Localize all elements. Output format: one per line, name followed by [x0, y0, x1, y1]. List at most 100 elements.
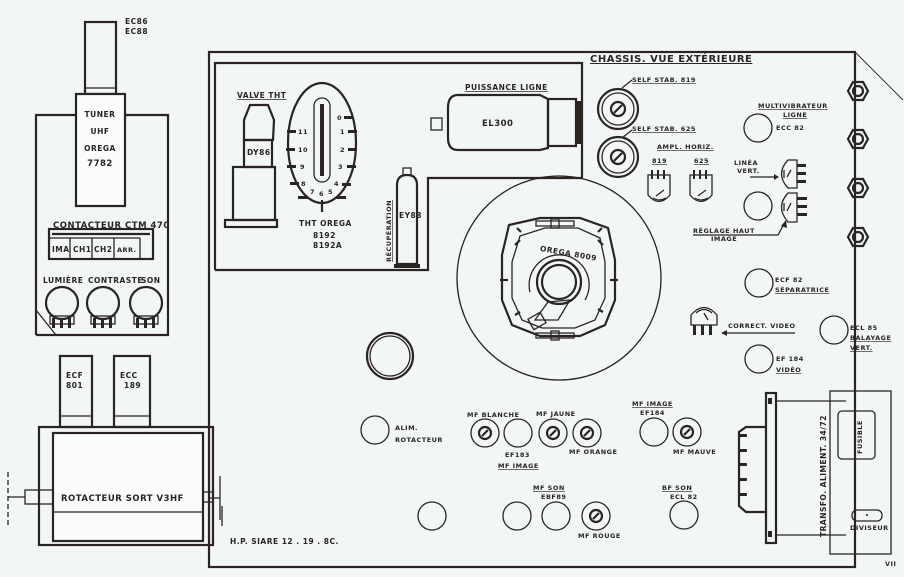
mf-mauve-adjuster[interactable] [672, 417, 702, 447]
mf-image-1-title: MF IMAGE [498, 462, 539, 470]
reglage-haut-pot[interactable] [780, 192, 808, 223]
reglage-haut-label-2: IMAGE [711, 235, 737, 243]
alim-rotacteur-label-2: ROTACTEUR [395, 436, 443, 444]
valve-tht-group: VALVE THT DY86 11 10 9 8 0 1 2 3 4 7 6 5… [223, 81, 358, 250]
tube-socket-ecl82 [669, 500, 699, 530]
mf-son-title: MF SON [533, 484, 565, 492]
self-stab-819-adjuster[interactable] [596, 87, 640, 131]
tube-socket-ecc82 [743, 113, 773, 143]
potentiometer-lumiere[interactable] [44, 285, 80, 328]
fuse-panel [829, 390, 892, 555]
mf-jaune-adjuster[interactable] [538, 418, 568, 448]
mf-mauve-label: MF MAUVE [673, 448, 716, 456]
video-group: EF 184 VIDÉO [744, 344, 804, 374]
puissance-ligne-group: PUISSANCE LIGNE EL300 [430, 83, 582, 152]
tht-pin-11: 11 [298, 128, 308, 136]
self-stab-625-adjuster[interactable] [596, 135, 640, 179]
crt-neck-outline [456, 175, 662, 381]
ef184-label: EF184 [640, 409, 665, 417]
deflection-yoke-group: OREGA 8009 [456, 175, 662, 381]
tube-el300 [446, 93, 550, 152]
tuner-box [74, 92, 127, 208]
tht-pin-9: 9 [300, 163, 305, 171]
ampl-horiz-title: AMPL. HORIZ. [657, 143, 714, 151]
pot-label-lumiere: LUMIÈRE [43, 276, 83, 285]
fusible-holder[interactable] [837, 410, 876, 460]
multivibrateur-title-2: LIGNE [783, 111, 807, 119]
tuner-tube-label-2: EC88 [125, 27, 148, 36]
rotacteur-group: ECF 801 ECC 189 ROTACTEUR SORT V3HF [7, 354, 215, 547]
tube-socket-ef184-video [744, 344, 774, 374]
balayage-group: ECL 85 BALAYAGE VERT. [819, 315, 891, 352]
tuner-tube [83, 20, 118, 96]
alim-rotacteur-label-1: ALIM. [395, 424, 418, 432]
tht-pin-2: 2 [340, 146, 345, 154]
potentiometer-son[interactable] [128, 285, 164, 328]
rotacteur-body [51, 431, 205, 543]
mf-image-1-group: MF BLANCHE EF183 MF IMAGE MF JAUNE MF OR… [467, 410, 617, 470]
contacteur-group: CONTACTEUR CTM 470 IMA CH1 CH2 ARR. [47, 221, 170, 261]
tuner-bracket [34, 113, 76, 335]
multivibrateur-tube-label: ECC 82 [776, 124, 804, 132]
transfo-group: TRANSFO. ALIMENT. 34/72 FUSIBLE DIVISEUR [737, 390, 892, 555]
potentiometer-contraste[interactable] [85, 285, 121, 328]
alim-rotacteur-group: ALIM. ROTACTEUR [360, 415, 443, 445]
tht-pin-8: 8 [301, 180, 306, 188]
tuner-line1: TUNER [85, 110, 116, 119]
page-mark: VII [885, 560, 896, 568]
tube-ey88 [395, 173, 419, 266]
mf-image-2-title: MF IMAGE [632, 400, 673, 408]
pot-label-contraste: CONTRASTE [88, 276, 143, 285]
mf-rouge-label: MF ROUGE [578, 532, 621, 540]
correct-video-pot[interactable] [690, 306, 718, 336]
tht-pin-7: 7 [310, 188, 315, 196]
video-label: VIDÉO [776, 365, 801, 374]
ampl-horiz-group: AMPL. HORIZ. 819 625 [647, 143, 714, 203]
diviseur-selector[interactable] [851, 509, 883, 522]
tht-pin-0: 0 [337, 114, 342, 122]
tht-pin-10: 10 [298, 146, 308, 154]
mf-orange-label: MF ORANGE [569, 448, 617, 456]
tube-ey88-label: EY88 [399, 211, 422, 220]
mf-image-2-group: MF IMAGE EF184 MF MAUVE [632, 400, 716, 456]
mf-blanche-adjuster[interactable] [470, 418, 500, 448]
ampl-horiz-625-pot[interactable] [689, 170, 713, 203]
tube-socket-ef183 [503, 418, 533, 448]
bf-son-title: BF SON [662, 484, 692, 492]
reglage-haut-label-1: RÉGLAGE HAUT [693, 226, 755, 235]
diviseur-label: DIVISEUR [850, 524, 889, 532]
linea-vert-pot[interactable] [780, 159, 807, 189]
linea-vert-label-1: LINÉA [734, 158, 758, 167]
linea-vert-label-2: VERT. [737, 167, 760, 175]
tuner-line3: OREGA [84, 144, 116, 153]
rotacteur-tube2-label-1: ECC [120, 371, 138, 380]
socket-bottom-1 [417, 501, 447, 531]
multivibrateur-group: MULTIVIBRATEUR LIGNE ECC 82 LINÉA VERT. … [693, 102, 828, 243]
contacteur-pos-ch2: CH2 [94, 245, 113, 254]
socket-bottom-2 [502, 501, 532, 531]
recuperation-label: RÉCUPÉRATION [384, 200, 393, 262]
correct-video-label: CORRECT. VIDEO [728, 322, 796, 330]
tuner-line2: UHF [91, 127, 110, 136]
recuperation-group: RÉCUPÉRATION EY88 [384, 167, 422, 268]
correct-video-group: CORRECT. VIDEO [690, 306, 796, 336]
self-stab-625-label: SELF STAB. 625 [632, 125, 696, 133]
video-tube-label: EF 184 [776, 355, 804, 363]
mf-orange-adjuster[interactable] [572, 418, 602, 448]
ampl-horiz-819-label: 819 [652, 157, 667, 165]
tht-label-3: 8192A [313, 241, 342, 250]
contacteur-pos-ch1: CH1 [73, 245, 92, 254]
hex-nut-icon [846, 128, 870, 150]
ef183-label: EF183 [505, 451, 530, 459]
ampl-horiz-819-pot[interactable] [647, 170, 671, 203]
fusible-label: FUSIBLE [856, 420, 864, 454]
socket-alim-rotacteur [360, 415, 390, 445]
pot-label-son: SON [141, 276, 161, 285]
mf-rouge-adjuster[interactable] [581, 501, 611, 531]
valve-tht-title: VALVE THT [237, 91, 287, 100]
multivibrateur-title-1: MULTIVIBRATEUR [758, 102, 828, 110]
puissance-ligne-title: PUISSANCE LIGNE [465, 83, 548, 92]
tube-el300-label: EL300 [482, 119, 513, 129]
contacteur-title: CONTACTEUR CTM 470 [53, 221, 170, 231]
